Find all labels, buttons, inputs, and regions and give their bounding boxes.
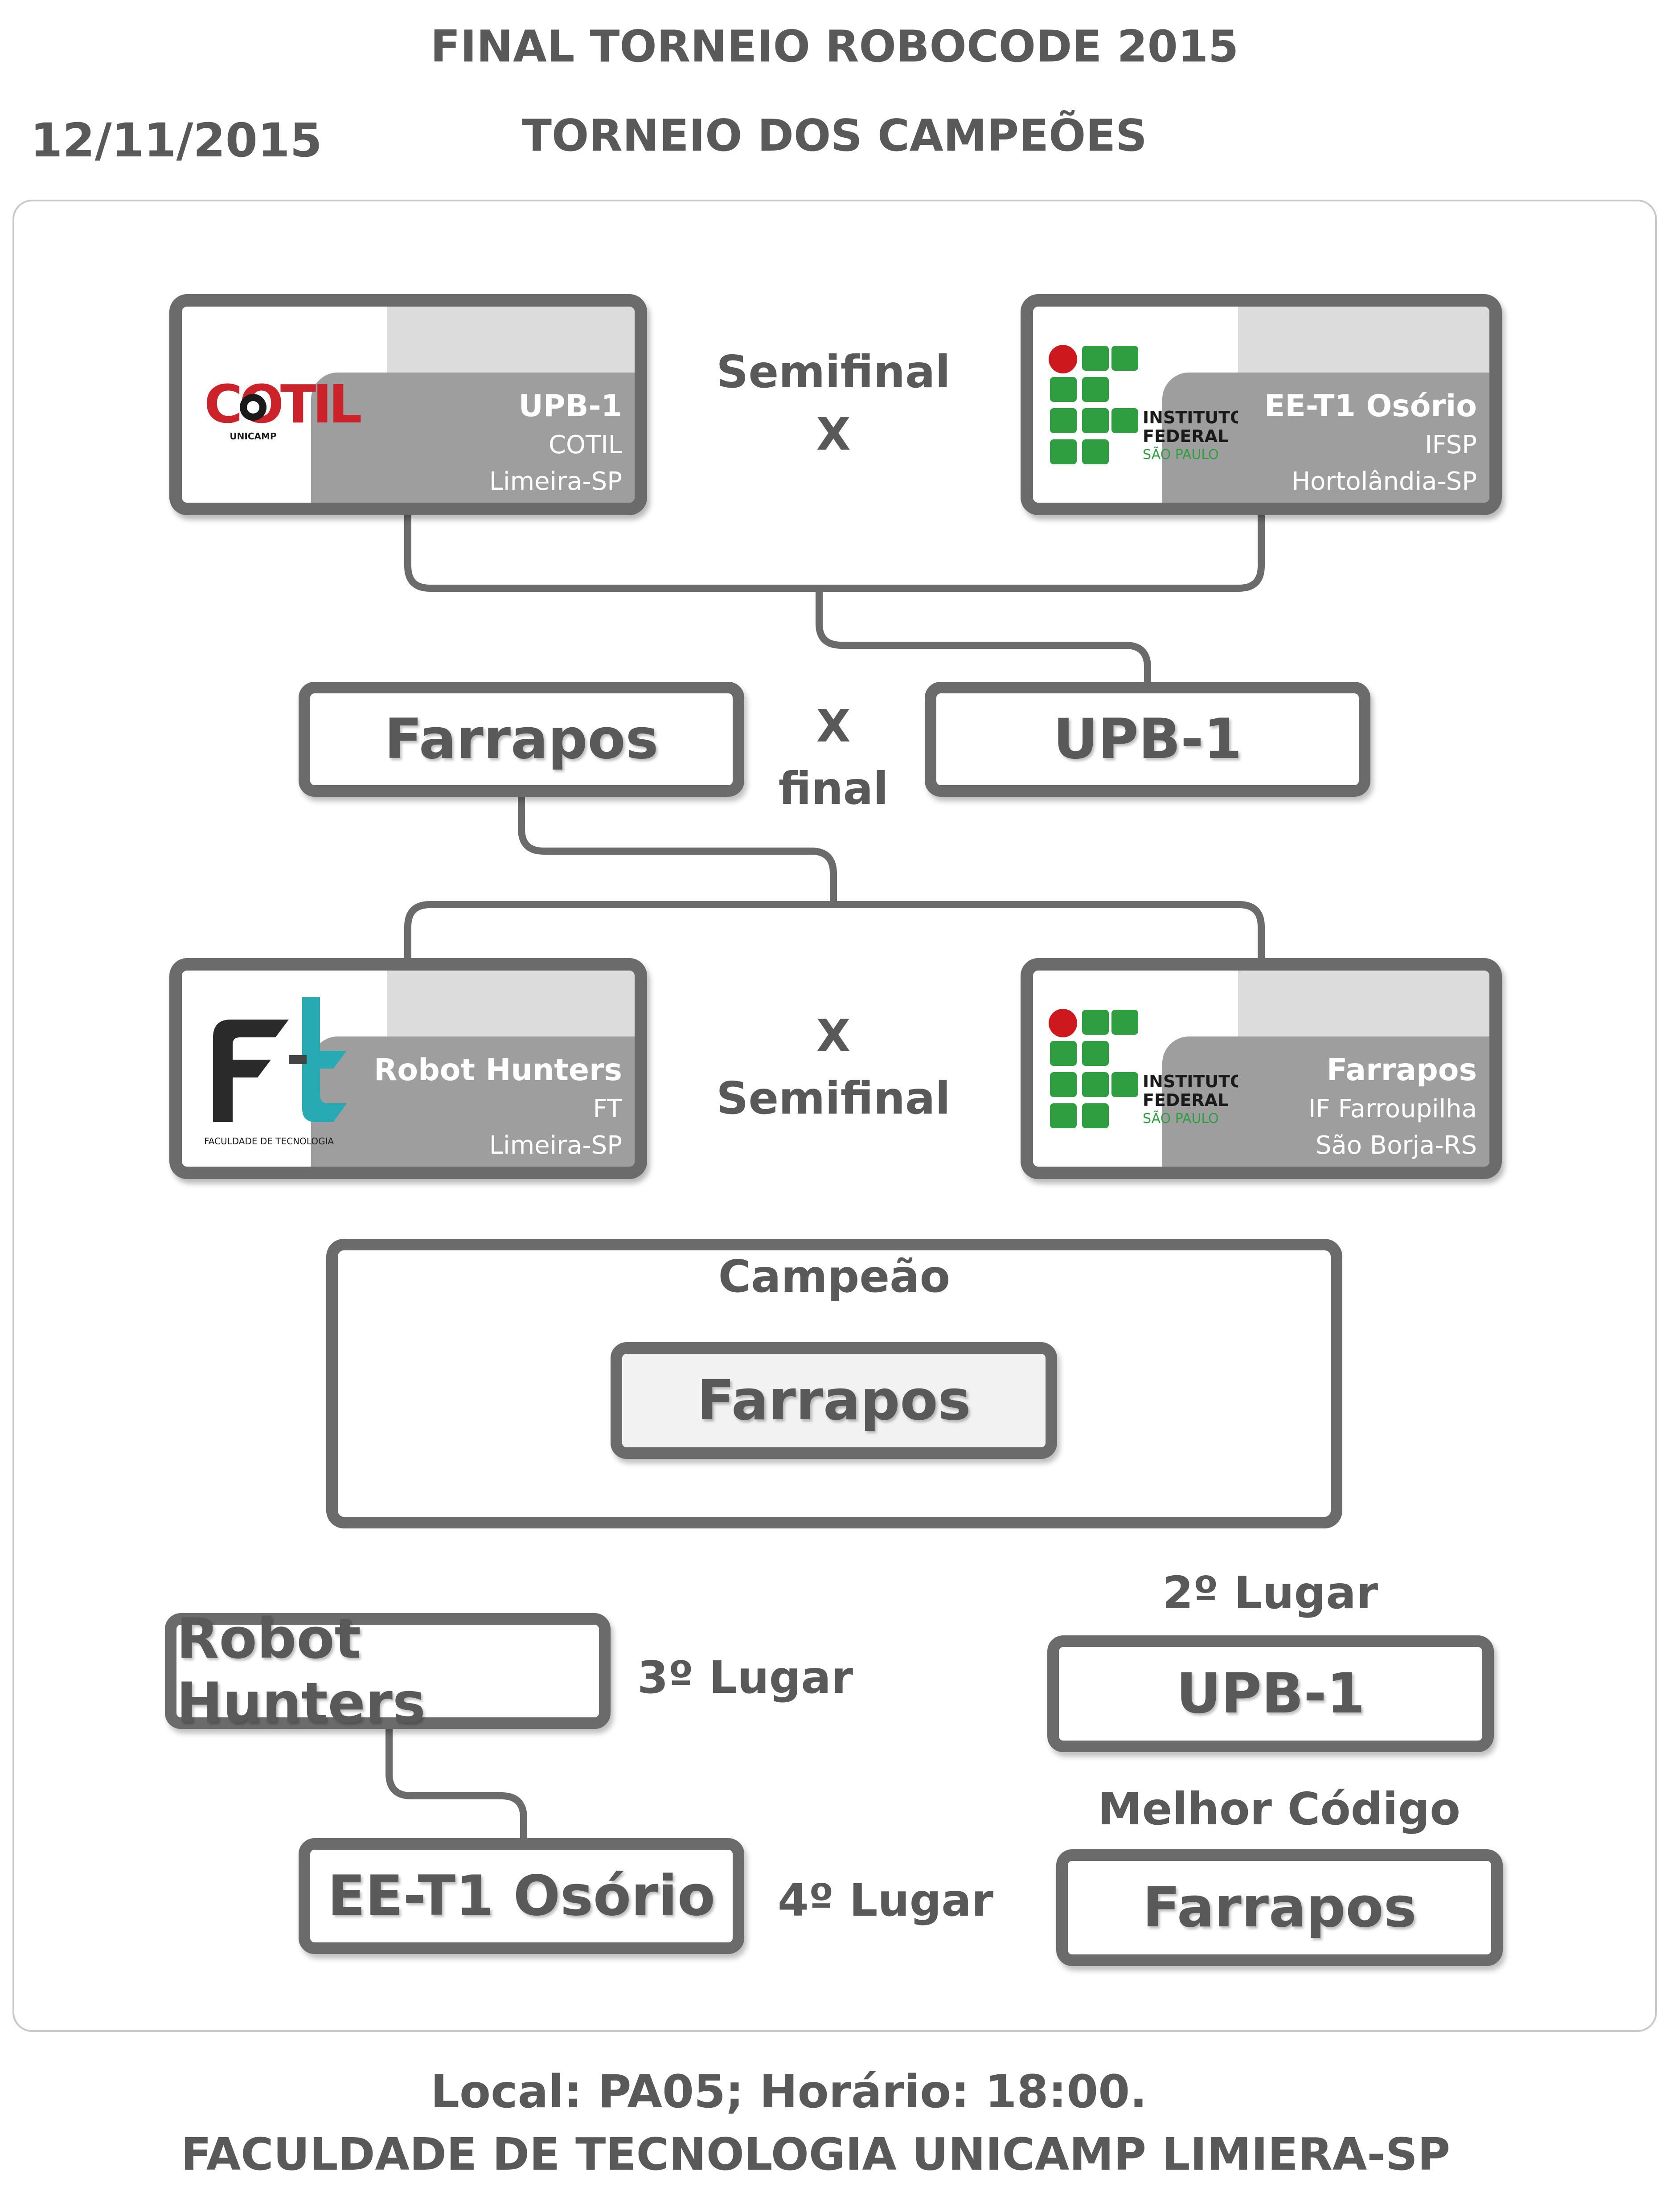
tournament-date: 12/11/2015: [30, 113, 322, 168]
svg-text:SÃO PAULO: SÃO PAULO: [1143, 446, 1219, 463]
fourth-place-label: 4º Lugar: [778, 1874, 994, 1926]
final-vs: X: [816, 700, 851, 752]
svg-text:INSTITUTO: INSTITUTO: [1143, 1072, 1238, 1091]
footer-institution: FACULDADE DE TECNOLOGIA UNICAMP LIMIERA-…: [180, 2128, 1451, 2180]
connector-bottom-semis: [404, 901, 1265, 971]
final-label: final: [778, 762, 889, 815]
best-code-team: Farrapos: [1142, 1876, 1417, 1940]
team-card-ee-t1-osorio: INSTITUTO FEDERAL SÃO PAULO EE-T1 Osório…: [1021, 294, 1502, 515]
final-right-team: UPB-1: [1053, 707, 1242, 771]
team-name: UPB-1: [518, 389, 622, 424]
second-place-team-box: UPB-1: [1047, 1635, 1494, 1752]
champion-label: Campeão: [718, 1250, 951, 1303]
ft-logo: FACULDADE DE TECNOLOGIA: [200, 988, 387, 1158]
team-info: EE-T1 Osório IFSP Hortolândia-SP: [1264, 386, 1477, 500]
instituto-federal-logo: INSTITUTO FEDERAL SÃO PAULO: [1046, 341, 1244, 475]
svg-text:FACULDADE DE TECNOLOGIA: FACULDADE DE TECNOLOGIA: [204, 1136, 334, 1147]
card-header-band: [387, 307, 635, 373]
card-header-band: [387, 971, 635, 1036]
final-right-team-box: UPB-1: [925, 682, 1370, 797]
semifinal-bottom-label: Semifinal: [716, 1072, 951, 1124]
cotil-logo-text: COTIL: [204, 373, 361, 435]
cotil-logo: COTIL UNICAMP: [200, 373, 373, 449]
second-place-team: UPB-1: [1176, 1662, 1365, 1726]
team-city: São Borja-RS: [1315, 1131, 1477, 1160]
instituto-federal-logo: INSTITUTO FEDERAL SÃO PAULO: [1046, 1005, 1244, 1139]
champion-team-box: Farrapos: [611, 1342, 1057, 1459]
third-place-label: 3º Lugar: [637, 1651, 853, 1704]
fourth-place-team: EE-T1 Osório: [328, 1864, 715, 1928]
champion-team: Farrapos: [697, 1368, 971, 1433]
best-code-team-box: Farrapos: [1056, 1849, 1503, 1966]
team-info: Robot Hunters FT Limeira-SP: [374, 1050, 622, 1164]
card-info-panel: [311, 373, 635, 503]
team-card-farrapos: INSTITUTO FEDERAL SÃO PAULO Farrapos IF …: [1021, 958, 1502, 1179]
best-code-label: Melhor Código: [1098, 1783, 1460, 1835]
team-name: Farrapos: [1326, 1053, 1477, 1088]
fourth-place-team-box: EE-T1 Osório: [299, 1838, 744, 1954]
connector-top-to-final: [816, 588, 1151, 691]
card-info-panel: [1162, 1036, 1489, 1167]
connector-top-semis: [404, 512, 1265, 592]
team-name: EE-T1 Osório: [1264, 389, 1477, 424]
team-school: COTIL: [548, 430, 622, 459]
team-city: Limeira-SP: [489, 1131, 622, 1160]
semifinal-top-vs: X: [816, 408, 851, 460]
team-card-upb1: COTIL UNICAMP UPB-1 COTIL Limeira-SP: [169, 294, 647, 515]
bracket-frame: [12, 200, 1657, 2032]
team-city: Hortolândia-SP: [1292, 467, 1477, 496]
third-place-team-box: Robot Hunters: [165, 1607, 611, 1735]
svg-text:SÃO PAULO: SÃO PAULO: [1143, 1110, 1219, 1126]
unicamp-logo-text: UNICAMP: [230, 431, 276, 442]
team-info: UPB-1 COTIL Limeira-SP: [489, 386, 622, 500]
team-name: Robot Hunters: [373, 1053, 622, 1088]
semifinal-bottom-vs: X: [816, 1010, 851, 1062]
team-card-robot-hunters: FACULDADE DE TECNOLOGIA Robot Hunters FT…: [169, 958, 647, 1179]
final-left-team-box: Farrapos: [299, 682, 744, 797]
team-info: Farrapos IF Farroupilha São Borja-RS: [1308, 1050, 1477, 1164]
third-place-team: Robot Hunters: [176, 1607, 426, 1735]
tournament-subtitle: TORNEIO DOS CAMPEÕES: [522, 111, 1147, 161]
svg-text:INSTITUTO: INSTITUTO: [1143, 408, 1238, 427]
tournament-title: FINAL TORNEIO ROBOCODE 2015: [430, 21, 1239, 72]
team-school: IFSP: [1424, 430, 1477, 459]
card-header-band: [1238, 307, 1489, 373]
connector-final-to-bottom: [518, 789, 837, 905]
semifinal-top-label: Semifinal: [716, 346, 951, 398]
team-school: FT: [593, 1094, 622, 1123]
svg-text:FEDERAL: FEDERAL: [1143, 426, 1228, 446]
final-left-team: Farrapos: [384, 707, 659, 771]
card-header-band: [1238, 971, 1489, 1036]
connector-third-fourth: [385, 1716, 527, 1845]
card-info-panel: [1162, 373, 1489, 503]
svg-text:FEDERAL: FEDERAL: [1143, 1090, 1228, 1110]
team-city: Limeira-SP: [489, 467, 622, 496]
second-place-label: 2º Lugar: [1162, 1567, 1378, 1619]
footer-location: Local: PA05; Horário: 18:00.: [431, 2065, 1147, 2118]
team-school: IF Farroupilha: [1308, 1094, 1477, 1123]
card-info-panel: [311, 1036, 635, 1167]
